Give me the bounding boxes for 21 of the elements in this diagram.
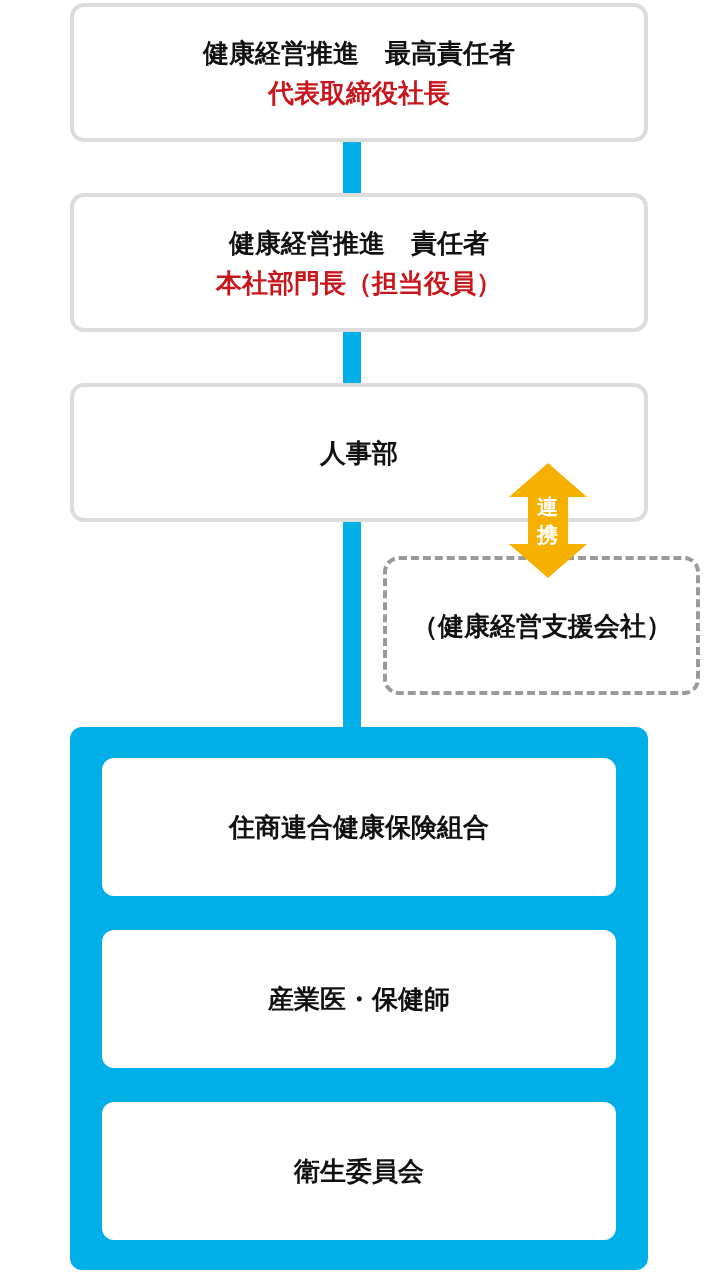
member-box bbox=[102, 758, 616, 896]
box-heading: 産業医・保健師 bbox=[268, 983, 450, 1016]
box-heading: 健康経営推進 最高責任者 bbox=[203, 36, 515, 70]
process-box bbox=[70, 3, 648, 142]
box-heading: 住商連合健康保険組合 bbox=[229, 811, 489, 844]
member-box bbox=[102, 1102, 616, 1240]
box-heading: 衛生委員会 bbox=[294, 1155, 424, 1188]
connector-line bbox=[343, 522, 361, 727]
connector-line bbox=[343, 142, 361, 193]
process-box bbox=[70, 193, 648, 332]
process-box bbox=[70, 383, 648, 522]
role-text: 本社部門長（担当役員） bbox=[216, 266, 502, 300]
role-text: 代表取締役社長 bbox=[268, 76, 450, 110]
member-box bbox=[102, 930, 616, 1068]
box-heading: 健康経営推進 責任者 bbox=[229, 226, 489, 260]
box-heading: （健康経営支援会社） bbox=[411, 609, 672, 643]
box-heading: 人事部 bbox=[320, 436, 398, 470]
partner-box bbox=[383, 556, 700, 695]
group-panel bbox=[70, 727, 648, 1270]
connector-line bbox=[343, 332, 361, 383]
edge-label: 連携 bbox=[537, 493, 559, 549]
